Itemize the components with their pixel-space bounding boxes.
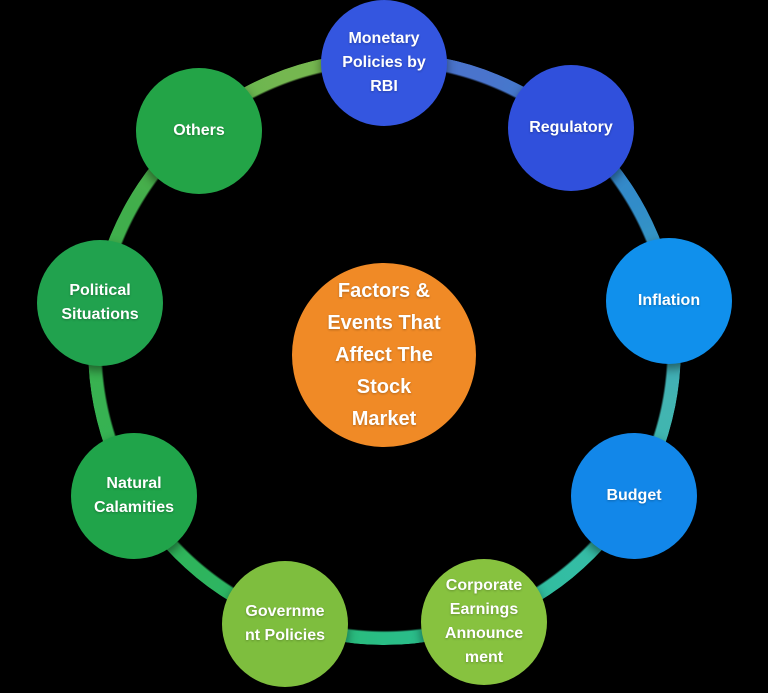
center-node-label: Factors & Events That Affect The Stock M…: [327, 280, 441, 430]
node-government-policies: Governme nt Policies: [222, 561, 348, 687]
node-others: Others: [136, 68, 262, 194]
node-label: Natural Calamities: [93, 475, 175, 516]
node-corporate-earnings-announcement: Corporate Earnings Announce ment: [421, 559, 547, 685]
node-label: Monetary Policies by RBI: [342, 30, 426, 95]
node-natural-calamities: Natural Calamities: [71, 433, 197, 559]
node-inflation: Inflation: [606, 238, 732, 364]
node-label: Corporate Earnings Announce ment: [444, 577, 524, 666]
node-label: Political Situations: [61, 282, 139, 323]
node-label: Governme nt Policies: [244, 603, 326, 644]
node-budget: Budget: [571, 433, 697, 559]
node-monetary-policies-by-rbi: Monetary Policies by RBI: [321, 0, 447, 126]
node-political-situations: Political Situations: [37, 240, 163, 366]
center-node-stock-market-factors: Factors & Events That Affect The Stock M…: [292, 263, 476, 447]
node-label: Budget: [606, 487, 662, 504]
node-label: Others: [173, 122, 225, 139]
node-label: Inflation: [637, 292, 701, 309]
node-regulatory: Regulatory: [508, 65, 634, 191]
node-label: Regulatory: [529, 119, 613, 136]
